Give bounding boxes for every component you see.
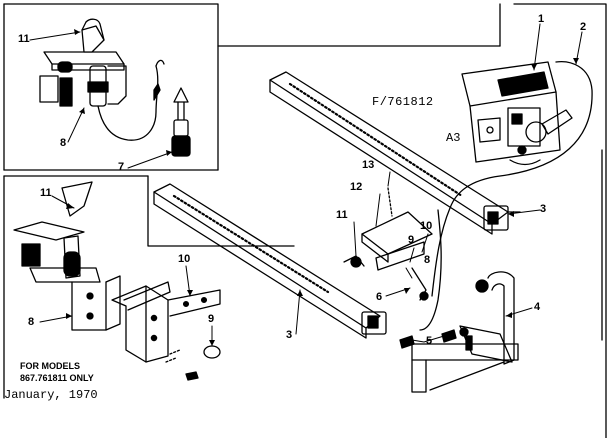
leader-lines	[29, 23, 583, 347]
screws	[399, 329, 457, 349]
model-note-line-1: FOR MODELS	[20, 361, 80, 371]
callout-10-middle: 10	[420, 220, 433, 232]
valve-assembly	[419, 60, 593, 331]
pilot-assembly-inset	[39, 18, 191, 157]
callout-8-bracket: 8	[28, 316, 35, 328]
callout-5: 5	[426, 335, 433, 347]
callout-9-bracket: 9	[208, 313, 215, 325]
burner-tube-lower	[153, 183, 387, 339]
sub-reference: A3	[446, 131, 461, 145]
callout-11-pilot: 11	[18, 33, 30, 45]
figure-reference: F/761812	[372, 95, 434, 109]
callout-8-pilot: 8	[60, 137, 67, 149]
callout-10-bracket: 10	[178, 253, 191, 265]
callout-4: 4	[534, 301, 541, 313]
date-stamp: January, 1970	[4, 388, 98, 402]
callout-3-upper: 3	[540, 203, 547, 215]
pilot-shield-middle	[343, 187, 433, 301]
burner-tube-upper	[269, 71, 521, 235]
callout-1: 1	[538, 13, 545, 25]
support-frame	[411, 271, 519, 393]
callout-2: 2	[580, 21, 587, 33]
callout-6: 6	[376, 291, 383, 303]
callout-9-middle: 9	[408, 234, 415, 246]
callout-11-middle: 11	[336, 209, 348, 221]
pilot-bracket-assembly	[13, 181, 221, 381]
frame-lines	[3, 3, 607, 438]
callout-3-lower: 3	[286, 329, 293, 341]
model-note-line-2: 867.761811 ONLY	[20, 373, 94, 383]
callout-7: 7	[118, 161, 125, 173]
callout-12: 12	[350, 181, 363, 193]
callout-8-middle: 8	[424, 254, 431, 266]
callout-11-bracket: 11	[40, 187, 52, 199]
callout-13: 13	[362, 159, 375, 171]
arrow-heads	[66, 29, 579, 346]
